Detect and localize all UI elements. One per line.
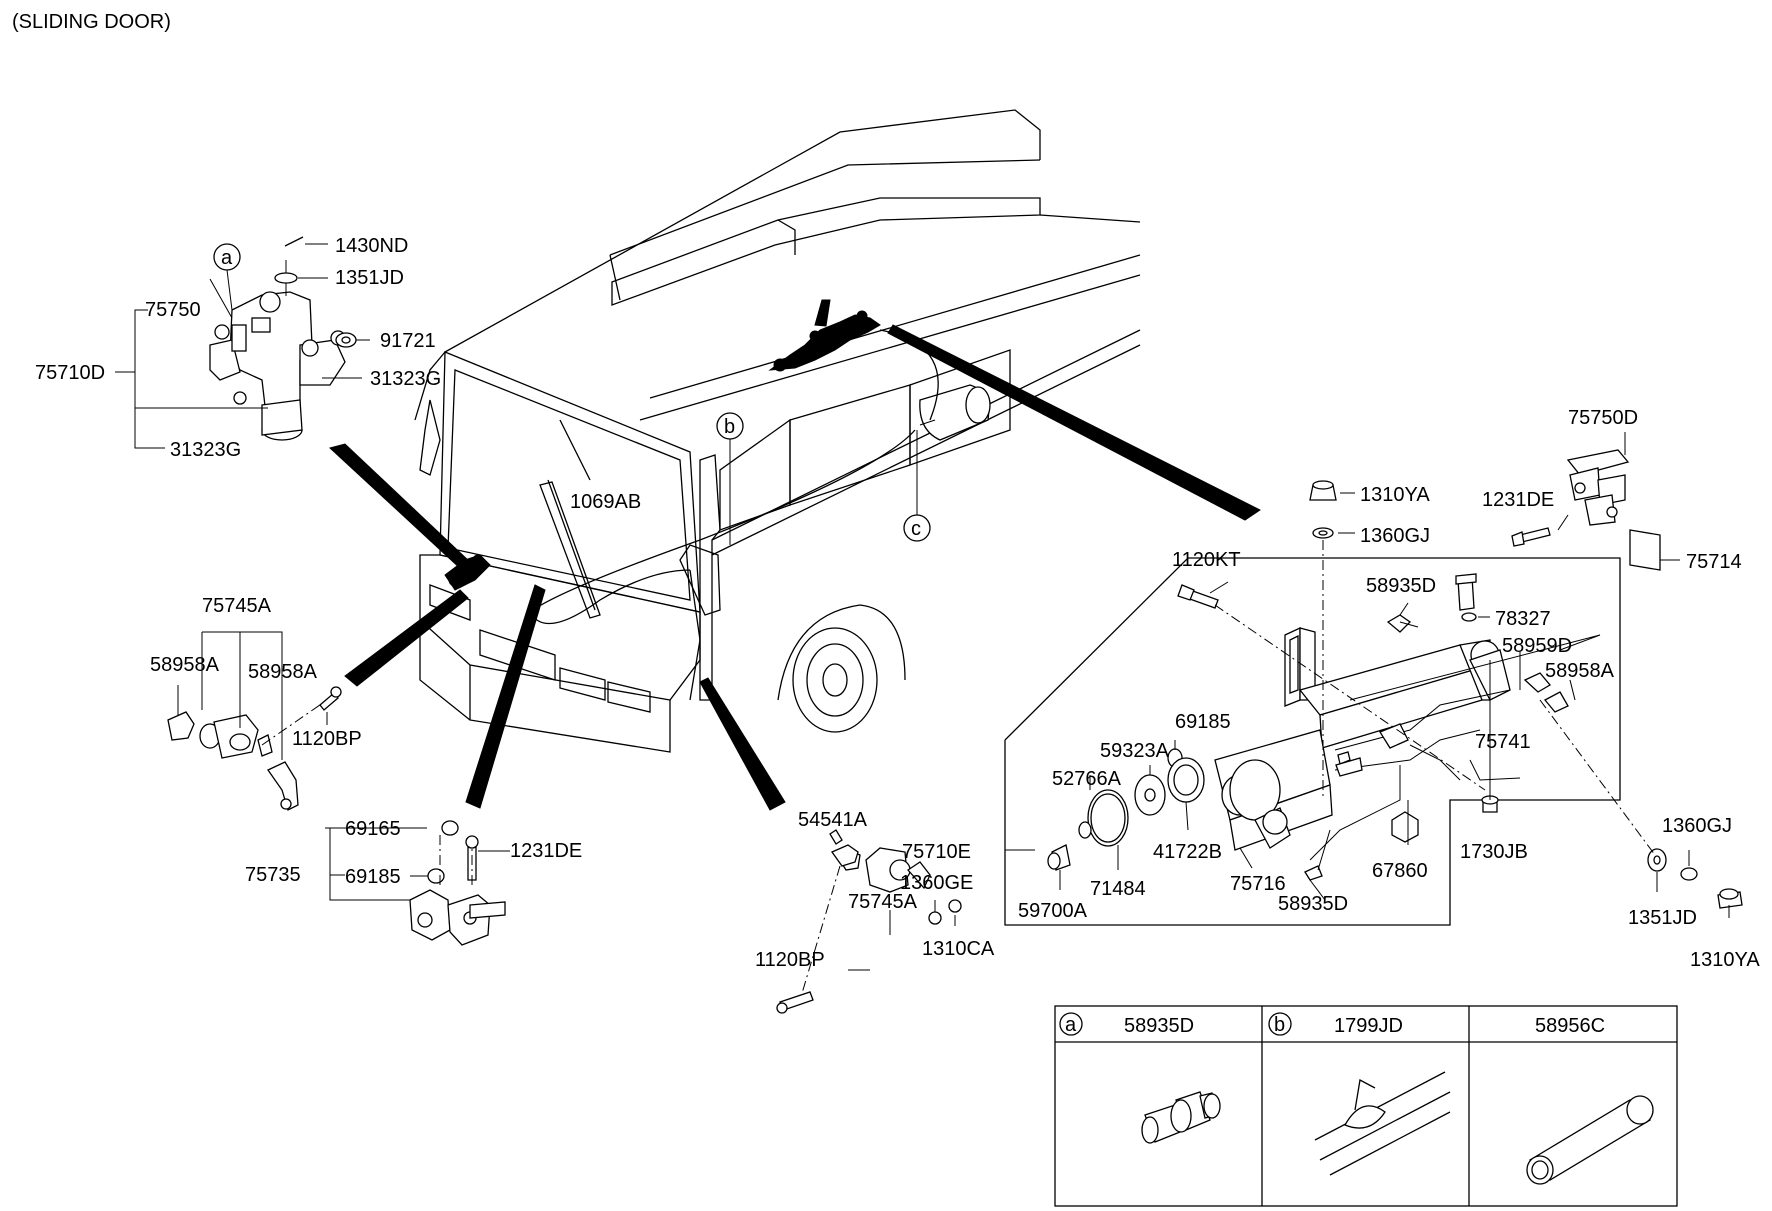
label-75750: 75750: [145, 299, 201, 321]
diagram-title: (SLIDING DOOR): [12, 11, 171, 33]
label-75745A-mid: 75745A: [848, 891, 918, 913]
leaders-bottom-left: [325, 827, 510, 901]
label-1120BP-left: 1120BP: [292, 728, 362, 750]
label-75710E: 75710E: [902, 841, 971, 863]
label-58958A-l2: 58958A: [248, 661, 318, 683]
leaders-mid: [848, 900, 956, 971]
marker-c-bus: c: [911, 518, 921, 540]
label-1310YA-top: 1310YA: [1360, 484, 1430, 506]
label-31323G-a: 31323G: [370, 368, 441, 390]
label-1069AB: 1069AB: [570, 491, 641, 513]
label-58958A-right: 58958A: [1545, 660, 1615, 682]
label-75745A-left: 75745A: [202, 595, 272, 617]
label-91721: 91721: [380, 330, 436, 352]
marker-b-bus: b: [724, 416, 735, 438]
leaders-left: [177, 631, 328, 760]
label-1231DE-left: 1231DE: [510, 840, 582, 862]
marker-letters: a b c: [221, 247, 921, 540]
valve-assembly-75735: [409, 820, 506, 946]
legend-drawing-tube: [1526, 1095, 1654, 1185]
label-54541A: 54541A: [798, 809, 868, 831]
label-75710D: 75710D: [35, 362, 105, 384]
bus-outline: [414, 109, 1141, 753]
label-1730JB: 1730JB: [1460, 841, 1528, 863]
label-1360GE: 1360GE: [900, 872, 973, 894]
roof-harness: [768, 299, 881, 372]
label-1310YA-right: 1310YA: [1690, 949, 1760, 971]
label-1231DE-right: 1231DE: [1482, 489, 1554, 511]
legend-part-1799JD: 1799JD: [1334, 1015, 1403, 1037]
label-75735: 75735: [245, 864, 301, 886]
label-69185-left: 69185: [345, 866, 401, 888]
label-75714: 75714: [1686, 551, 1742, 573]
front-harness: [444, 554, 491, 591]
elbow-54541A: [831, 844, 859, 867]
label-75750D: 75750D: [1568, 407, 1638, 429]
bus-markers: [716, 412, 931, 545]
label-71484: 71484: [1090, 878, 1146, 900]
harness-cables: [529, 329, 939, 701]
label-52766A: 52766A: [1052, 768, 1122, 790]
legend-part-58956C: 58956C: [1535, 1015, 1605, 1037]
label-1120KT: 1120KT: [1172, 549, 1241, 571]
legend-part-58935D: 58935D: [1124, 1015, 1194, 1037]
label-1310CA: 1310CA: [922, 938, 995, 960]
label-78327: 78327: [1495, 608, 1551, 630]
legend-table: a 58935D b 1799JD 58956C: [1054, 1005, 1678, 1207]
label-67860: 67860: [1372, 860, 1428, 882]
label-1351JD-right: 1351JD: [1628, 907, 1697, 929]
valve-assembly-75745A-left: [167, 686, 342, 811]
legend-marker-b: b: [1274, 1014, 1285, 1036]
small-parts-top-left: [274, 236, 357, 348]
label-1360GJ-top: 1360GJ: [1360, 525, 1430, 547]
label-75741: 75741: [1475, 731, 1531, 753]
legend-marker-a: a: [1065, 1014, 1077, 1036]
label-69165: 69165: [345, 818, 401, 840]
pointer-wedges: [328, 324, 1261, 811]
label-58935D-top: 58935D: [1366, 575, 1436, 597]
label-41722B: 41722B: [1153, 841, 1222, 863]
label-31323G-b: 31323G: [170, 439, 241, 461]
label-58958A-l1: 58958A: [150, 654, 220, 676]
label-1430ND: 1430ND: [335, 235, 408, 257]
label-1351JD-top: 1351JD: [335, 267, 404, 289]
label-75716: 75716: [1230, 873, 1286, 895]
label-1360GJ-right: 1360GJ: [1662, 815, 1732, 837]
label-58959D: 58959D: [1502, 635, 1572, 657]
leaders-top-left: [115, 243, 370, 449]
legend-drawing-clip: [1314, 1071, 1451, 1176]
valve-assembly-75710D: [209, 260, 346, 441]
label-58935D-bot: 58935D: [1278, 893, 1348, 915]
leaders-right: [1005, 432, 1730, 918]
air-tank: [919, 384, 991, 441]
small-parts-right: [1047, 449, 1743, 909]
label-1120BP-mid: 1120BP: [755, 949, 825, 971]
valve-assembly-75710E: [1004, 557, 1621, 926]
label-59700A: 59700A: [1018, 900, 1088, 922]
label-69185-mid: 69185: [1175, 711, 1231, 733]
label-59323A: 59323A: [1100, 740, 1170, 762]
callout-labels: 1430ND 1351JD 75750 91721 75710D 31323G …: [35, 235, 1760, 971]
legend-drawing-fitting: [1141, 1091, 1221, 1144]
marker-a-top: a: [221, 247, 233, 269]
